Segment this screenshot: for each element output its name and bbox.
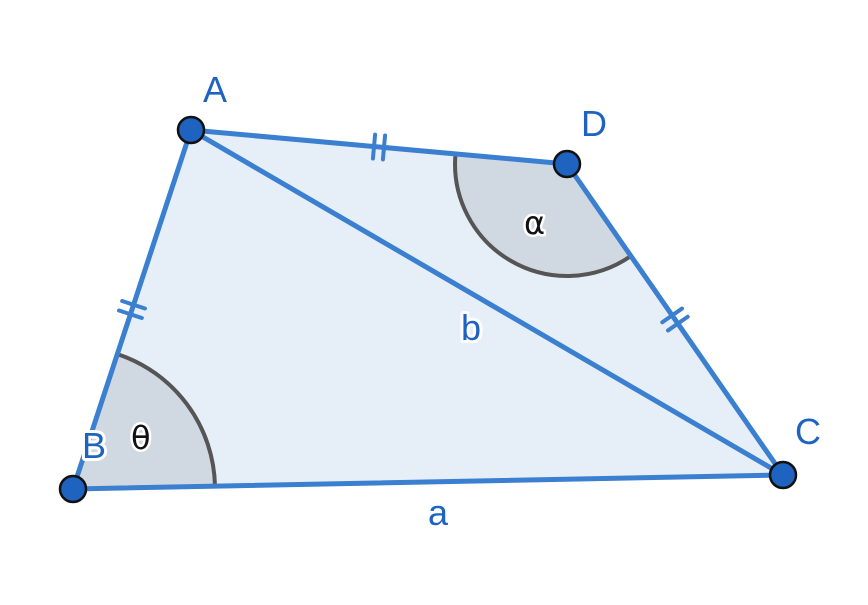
tick-mark-AB [120,299,147,311]
tick-mark-AB [117,308,144,320]
label-alpha: α [524,204,545,242]
tick-mark-AD [380,133,388,162]
point-D[interactable] [552,149,582,179]
side-AB [70,127,194,492]
point-B[interactable] [58,474,88,504]
side-a-BC [70,472,786,492]
angle-alpha-arc [453,153,633,278]
point-A[interactable] [176,115,206,145]
side-DC [564,161,786,478]
diagonal-b-AC [188,127,786,478]
angle-theta-arc [116,352,217,487]
label-A: A [203,69,227,110]
label-D: D [581,103,607,144]
label-side-a: a [428,492,449,533]
angle-alpha-sector [455,153,631,276]
tick-mark-AD [370,132,378,161]
label-C: C [795,411,821,452]
label-theta: θ [131,419,151,457]
point-C[interactable] [768,460,798,490]
side-AD [188,127,570,167]
label-B: B [82,425,106,466]
label-side-b: b [461,307,481,348]
tick-mark-DC [660,306,685,325]
tick-mark-DC [665,314,690,333]
